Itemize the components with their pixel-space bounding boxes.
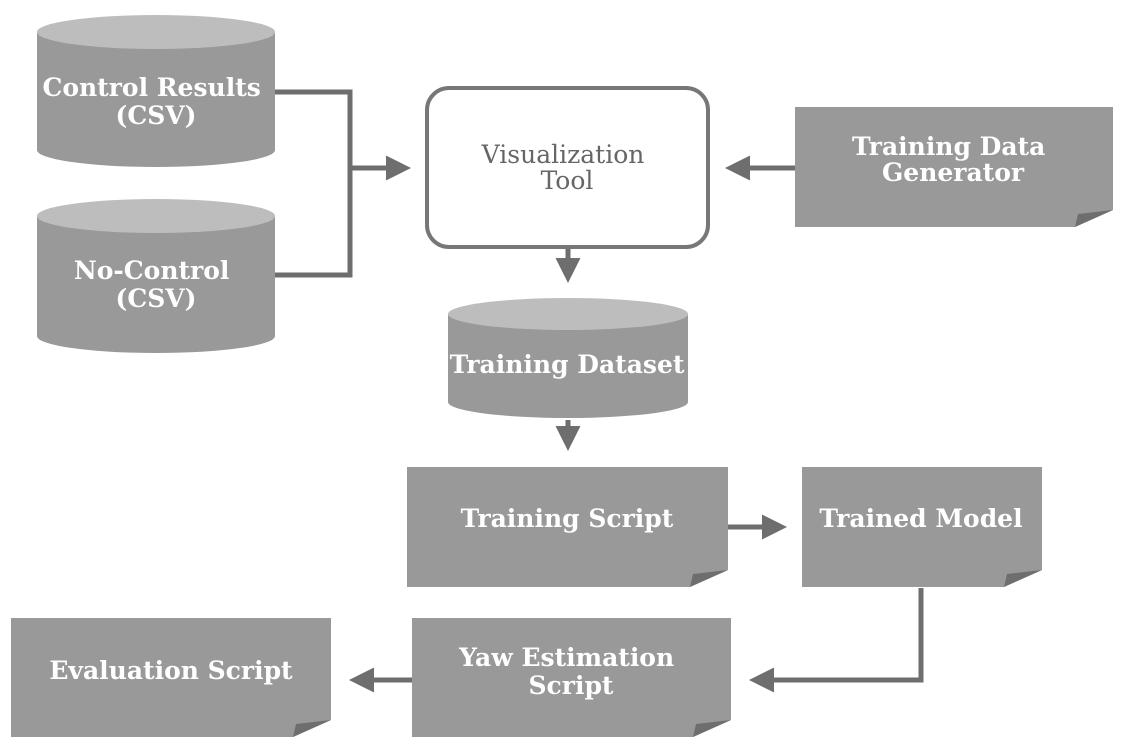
yaw-estimation-script-fold: [693, 720, 731, 737]
yaw-estimation-script-label-line2: Script: [529, 671, 614, 700]
training-data-generator-label: Training Data Generator: [852, 132, 1054, 187]
no-control-database: No-Control (CSV): [37, 199, 275, 353]
control-results-label: Control Results (CSV): [42, 73, 269, 130]
evaluation-script-shape: [11, 618, 331, 737]
no-control-cylinder-top: [37, 199, 275, 233]
training-data-generator-label-line1: Training Data: [852, 132, 1045, 161]
connector-control-results: [275, 89, 353, 168]
yaw-estimation-script-shape: [412, 618, 731, 737]
trained-model-label: Trained Model: [819, 504, 1022, 533]
evaluation-script-fold: [293, 720, 331, 737]
connectors: [275, 89, 924, 693]
connector-no-control: [275, 168, 353, 278]
control-results-database: Control Results (CSV): [37, 15, 275, 167]
visualization-tool-label-line2: Tool: [541, 166, 594, 195]
visualization-tool-node: Visualization Tool: [425, 86, 710, 249]
evaluation-script-label: Evaluation Script: [49, 656, 293, 685]
control-results-label-line1: Control Results: [42, 73, 260, 102]
no-control-label: No-Control (CSV): [74, 256, 238, 313]
arrow-model-to-yaw-script: [749, 588, 924, 693]
control-results-cylinder-body: [37, 32, 275, 167]
visualization-tool-label: Visualization Tool: [481, 140, 653, 195]
training-data-generator-node: Training Data Generator: [795, 107, 1113, 227]
training-script-fold: [690, 570, 728, 587]
no-control-label-line2: (CSV): [115, 284, 196, 313]
evaluation-script-node: Evaluation Script: [11, 618, 331, 737]
training-dataset-database: Training Dataset: [448, 298, 688, 418]
trained-model-fold: [1004, 570, 1042, 587]
trained-model-shape: [802, 467, 1042, 587]
control-results-cylinder-top: [37, 15, 275, 49]
visualization-tool-label-line1: Visualization: [481, 140, 645, 169]
training-dataset-label: Training Dataset: [450, 350, 685, 379]
training-data-generator-label-line2: Generator: [882, 158, 1025, 187]
control-results-label-line2: (CSV): [115, 101, 196, 130]
training-script-shape: [407, 467, 728, 587]
training-dataset-cylinder-top: [448, 298, 688, 330]
visualization-tool-box: [425, 86, 710, 249]
no-control-label-line1: No-Control: [74, 256, 230, 285]
yaw-estimation-script-node: Yaw Estimation Script: [412, 618, 731, 737]
training-data-generator-shape: [795, 107, 1113, 227]
trained-model-node: Trained Model: [802, 467, 1042, 587]
training-dataset-cylinder-body: [448, 314, 688, 418]
yaw-estimation-script-label: Yaw Estimation Script: [458, 643, 683, 700]
training-data-generator-fold: [1075, 210, 1113, 227]
no-control-cylinder-body: [37, 216, 275, 353]
training-script-node: Training Script: [407, 467, 728, 587]
training-script-label: Training Script: [461, 504, 674, 533]
yaw-estimation-script-label-line1: Yaw Estimation: [458, 643, 674, 672]
